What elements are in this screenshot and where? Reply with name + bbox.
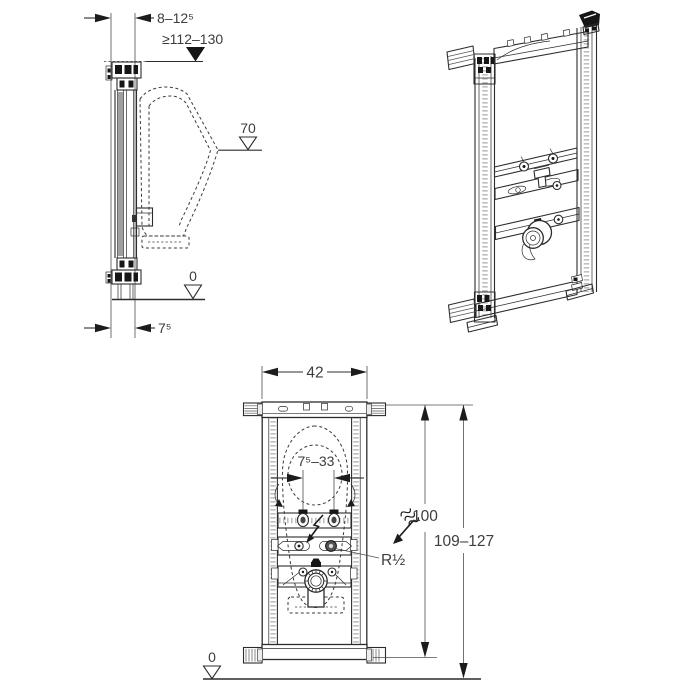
rim-level-label: 70 bbox=[240, 120, 256, 136]
iso-crossbar-water bbox=[494, 164, 579, 201]
level-marker-rim: 70 bbox=[218, 120, 262, 151]
label-water-connection: R½ bbox=[332, 547, 405, 569]
top-height-label: ≥112–130 bbox=[162, 31, 223, 47]
adjust-arrow-right-icon bbox=[347, 483, 356, 507]
iso-corner-top-right bbox=[579, 10, 600, 36]
floor-level-label-front: 0 bbox=[208, 649, 216, 665]
floor-level-label-side: 0 bbox=[189, 268, 197, 284]
frame-height-label: 100 bbox=[412, 508, 438, 525]
iso-top-rail bbox=[493, 29, 589, 65]
side-view: 8–12⁵ ≥112–130 bbox=[84, 10, 262, 338]
water-flow-icon bbox=[393, 508, 420, 544]
iso-foot-left bbox=[447, 291, 499, 333]
drain-assembly bbox=[298, 558, 337, 608]
iso-left-rail bbox=[474, 55, 496, 318]
lightning-icon bbox=[306, 514, 324, 543]
isometric-view bbox=[446, 10, 600, 333]
foot-bracket-left bbox=[242, 646, 263, 664]
open-level-triangle-icon bbox=[238, 136, 258, 151]
dimension-bolt-spacing: 7⁵–33 bbox=[271, 453, 364, 514]
iso-crossbar-upper bbox=[493, 147, 578, 178]
open-level-triangle-icon bbox=[183, 284, 203, 300]
dimension-total-height: 109–127 bbox=[434, 405, 494, 679]
foot-bracket-right bbox=[366, 646, 387, 664]
iso-crossbar-drain bbox=[494, 206, 580, 261]
iso-foot-right bbox=[565, 274, 595, 301]
frame-front bbox=[242, 401, 387, 664]
wall-offset-label: 8–12⁵ bbox=[157, 10, 194, 26]
wall-bracket-top-right bbox=[366, 402, 387, 417]
open-level-triangle-icon bbox=[202, 665, 222, 680]
filled-level-triangle-icon bbox=[186, 47, 205, 62]
fixing-bolts bbox=[296, 509, 341, 528]
drain-connection-side bbox=[130, 207, 154, 237]
iso-right-rail bbox=[576, 24, 598, 292]
iso-wall-bracket-top bbox=[446, 45, 476, 71]
total-height-label: 109–127 bbox=[434, 533, 494, 550]
iso-corner-top-left bbox=[473, 53, 496, 85]
adjust-arrow-left-icon bbox=[274, 483, 283, 507]
front-view: 7⁵–33 bbox=[202, 365, 494, 680]
dimension-frame-height: 100 bbox=[373, 404, 473, 658]
dimension-wall-offset: 8–12⁵ bbox=[84, 10, 194, 26]
dimension-depth: 7⁵ bbox=[84, 320, 172, 336]
wall-bracket-top-left bbox=[242, 402, 263, 417]
level-marker-floor-front: 0 bbox=[202, 649, 481, 680]
water-fittings bbox=[294, 540, 337, 552]
water-connection-label: R½ bbox=[381, 552, 405, 569]
frame-side-profile bbox=[105, 61, 154, 300]
bolt-spacing-label: 7⁵–33 bbox=[298, 453, 335, 469]
dimension-top-height: ≥112–130 bbox=[104, 31, 223, 63]
dimension-width: 42 bbox=[261, 365, 368, 399]
width-label: 42 bbox=[306, 365, 323, 382]
level-marker-floor-side: 0 bbox=[112, 268, 205, 301]
crossbar-water bbox=[271, 536, 358, 556]
depth-label: 7⁵ bbox=[158, 320, 172, 336]
urinal-outline-side bbox=[139, 86, 219, 249]
